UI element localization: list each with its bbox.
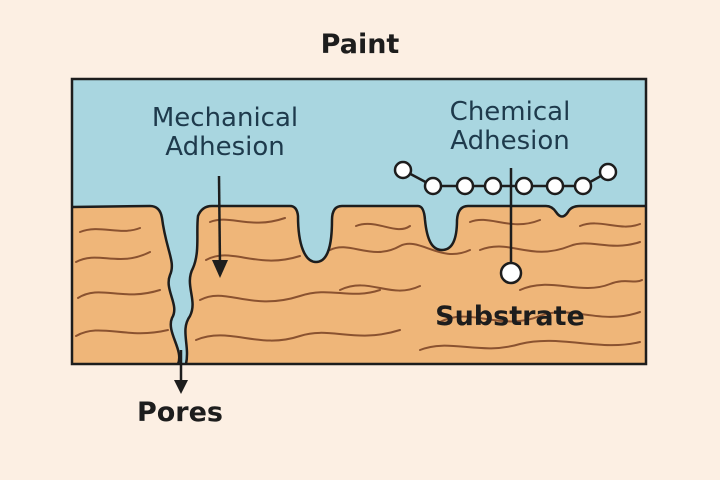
pores-label: Pores xyxy=(136,397,224,428)
paint-label: Paint xyxy=(320,29,400,60)
molecule-node xyxy=(483,176,503,196)
molecule-node xyxy=(393,160,413,180)
molecule-node xyxy=(573,176,593,196)
molecule-node xyxy=(598,162,618,182)
molecule-chain xyxy=(393,160,618,285)
molecule-node xyxy=(455,176,475,196)
substrate-label: Substrate xyxy=(435,301,585,332)
molecule-node xyxy=(545,176,565,196)
mechanical-adhesion-label: Mechanical Adhesion xyxy=(151,103,299,162)
molecule-node xyxy=(514,176,534,196)
pores-arrow xyxy=(174,350,188,394)
molecule-node xyxy=(423,176,443,196)
wood-grain xyxy=(75,217,643,351)
interface-left xyxy=(71,204,181,365)
molecule-anchor xyxy=(499,261,523,285)
substrate-left xyxy=(72,206,180,364)
chemical-adhesion-label: Chemical Adhesion xyxy=(449,97,571,156)
interface-right xyxy=(184,204,646,365)
diagram-frame xyxy=(70,77,648,366)
mechanical-arrow xyxy=(212,175,228,278)
